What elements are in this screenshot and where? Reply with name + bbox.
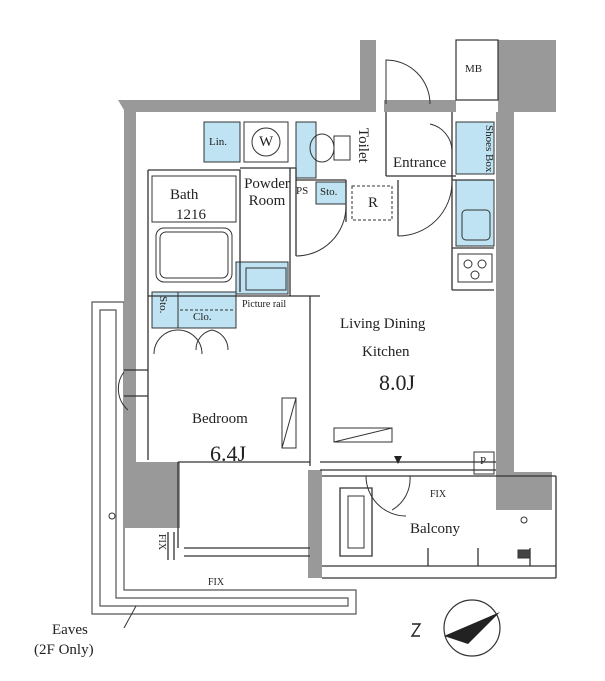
toilet-label: Toilet	[355, 128, 371, 163]
bedroom-size-label: 6.4J	[210, 441, 247, 466]
shoes-box-label: Shoes Box	[483, 125, 495, 173]
eaves-label: Eaves	[52, 622, 88, 638]
fix-window-label-balcony: FIX	[430, 489, 447, 500]
mb-label: MB	[465, 63, 483, 75]
storage-areas	[151, 121, 495, 329]
entrance-label: Entrance	[393, 155, 447, 171]
door-swings	[117, 59, 453, 517]
ldk-size-label: 8.0J	[379, 370, 416, 395]
closet-label: Clo.	[193, 311, 212, 323]
ldk-label-line1: Living Dining	[340, 316, 426, 332]
washer-label: W	[259, 134, 274, 150]
balcony-label: Balcony	[410, 521, 460, 537]
bedroom-label: Bedroom	[192, 411, 248, 427]
linen-label: Lin.	[209, 136, 228, 148]
fixtures	[108, 121, 531, 559]
eaves-pointer	[123, 605, 137, 629]
storage-label-bedroom: Sto.	[157, 296, 169, 314]
ldk-label-line2: Kitchen	[362, 344, 410, 360]
entry-marker	[394, 456, 402, 464]
refrigerator-label: R	[368, 195, 379, 211]
bath-label: Bath	[170, 187, 199, 203]
picture-rail-label: Picture rail	[242, 299, 287, 310]
partitions	[124, 112, 557, 579]
compass-icon	[410, 599, 501, 657]
fix-window-label-bottom: FIX	[208, 577, 225, 588]
mb-closet	[455, 39, 499, 101]
bath-size-label: 1216	[176, 207, 206, 223]
ps-label: PS	[296, 185, 309, 197]
fix-window-label-side: FIX	[156, 534, 167, 551]
eaves-note-label: (2F Only)	[34, 642, 94, 658]
storage-label-hall: Sto.	[320, 186, 338, 198]
pipe-label: P	[480, 455, 487, 467]
powder-room-label: Powder Room	[244, 176, 290, 209]
outer-walls	[118, 40, 556, 578]
